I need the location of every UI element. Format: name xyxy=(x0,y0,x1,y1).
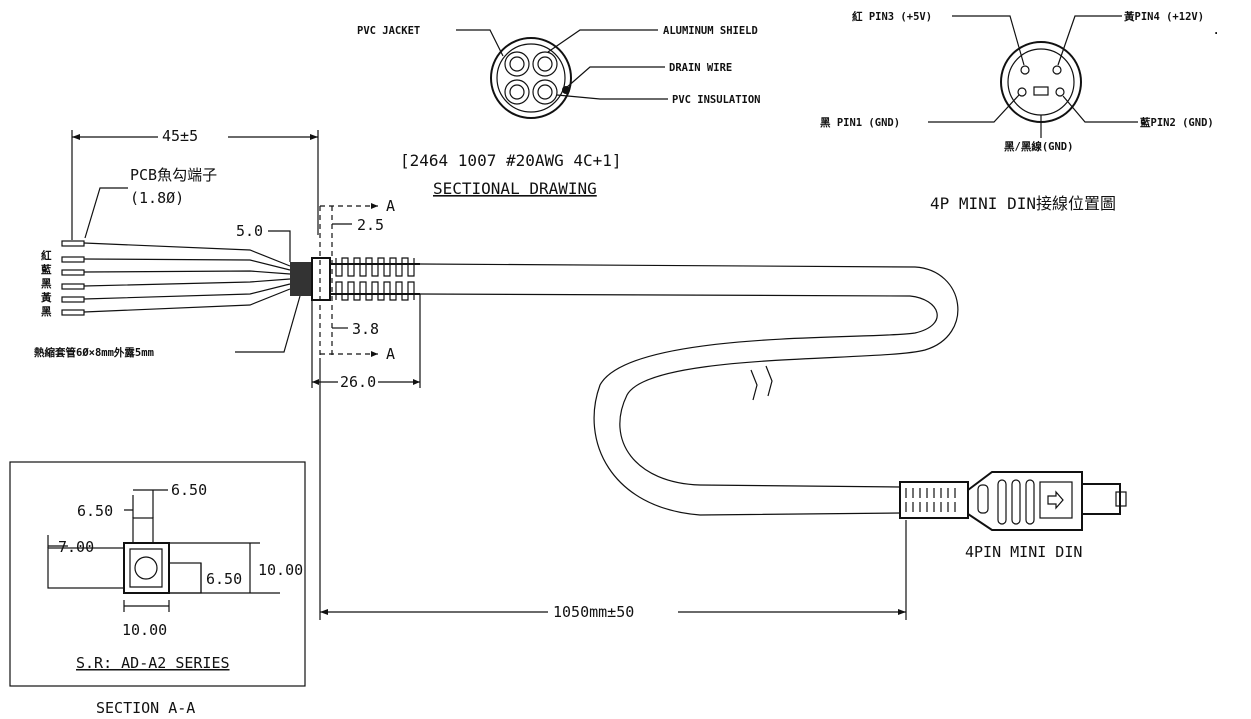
wire-color-2: 藍 xyxy=(41,263,52,276)
dim-1000-a: 10.00 xyxy=(258,561,303,579)
wire-length-dim: 45±5 xyxy=(162,127,198,145)
pin4-label: 黃PIN4 (+12V) xyxy=(1123,10,1204,23)
cable-spec-label: [2464 1007 #20AWG 4C+1] xyxy=(400,151,622,170)
section-aa-box: 6.50 6.50 7.00 6.50 10.00 10.00 S.R: AD-… xyxy=(9,461,306,717)
shield-gnd-label: 黑/黑線(GND) xyxy=(1004,140,1073,153)
wire-bundle xyxy=(61,240,312,316)
boot-length-dim: 26.0 xyxy=(340,373,376,391)
dim-650-b: 6.50 xyxy=(77,502,113,520)
pinout-diagram: 紅 PIN3 (+5V) 黃PIN4 (+12V) . 黑 PIN1 (GND)… xyxy=(820,10,1219,213)
section-mark-bottom: A xyxy=(386,345,395,363)
wire-color-5: 黑 xyxy=(41,306,52,318)
dim-bottom: 3.8 xyxy=(352,320,379,338)
pvc-jacket-label: PVC JACKET xyxy=(357,25,420,37)
pin3-label: 紅 PIN3 (+5V) xyxy=(852,10,932,23)
connector-label: 4PIN MINI DIN xyxy=(965,543,1082,561)
section-title: SECTION A-A xyxy=(96,699,195,717)
cable-cross-section: PVC JACKET ALUMINUM SHIELD DRAIN WIRE PV… xyxy=(357,25,761,198)
drain-wire-label: DRAIN WIRE xyxy=(669,62,732,74)
drain-wire-dot xyxy=(562,86,570,94)
mini-din-connector: 4PIN MINI DIN xyxy=(899,471,1127,561)
aluminum-shield-label: ALUMINUM SHIELD xyxy=(663,25,758,37)
strain-relief: A A 2.5 3.8 26.0 xyxy=(311,197,421,391)
din-outer xyxy=(1000,41,1082,123)
terminal-size: (1.8Ø) xyxy=(130,189,184,207)
heat-shrink-label: 熱縮套管6Ø×8mm外露5mm xyxy=(34,346,154,359)
shield-circle xyxy=(496,43,566,113)
cable-length-dim: 1050mm±50 xyxy=(553,603,634,621)
wire-color-1: 紅 xyxy=(41,249,52,262)
cable-body xyxy=(419,263,959,516)
total-length-dimension: 1050mm±50 xyxy=(319,358,907,621)
pinout-title: 4P MINI DIN接線位置圖 xyxy=(930,194,1116,213)
pvc-insulation-label: PVC INSULATION xyxy=(672,94,761,106)
pin2-label: 藍PIN2 (GND) xyxy=(1140,116,1214,129)
dim-top: 2.5 xyxy=(357,216,384,234)
sectional-drawing-title: SECTIONAL DRAWING xyxy=(433,179,597,198)
din-inner xyxy=(1007,48,1075,116)
dim-700: 7.00 xyxy=(58,538,94,556)
conductors xyxy=(504,51,570,105)
dim-650-a: 6.50 xyxy=(171,481,207,499)
series-label: S.R: AD-A2 SERIES xyxy=(76,654,230,672)
dim-650-c: 6.50 xyxy=(206,570,242,588)
jacket-circle xyxy=(490,37,572,119)
wire-color-3: 黑 xyxy=(41,278,52,290)
pin1-label: 黑 PIN1 (GND) xyxy=(820,117,900,129)
strip-length-dim: 5.0 xyxy=(236,222,263,240)
section-mark-top: A xyxy=(386,197,395,215)
heat-shrink-sleeve xyxy=(290,262,312,296)
terminal-label: PCB魚勾端子 xyxy=(130,166,217,184)
dim-1000-b: 10.00 xyxy=(122,621,167,639)
wire-color-4: 黃 xyxy=(40,291,52,304)
pin4-dot: . xyxy=(1213,25,1219,37)
wire-end: 45±5 PCB魚勾端子 (1.8Ø) 紅 藍 黑 黃 黑 5.0 熱縮套管6Ø… xyxy=(34,127,319,359)
